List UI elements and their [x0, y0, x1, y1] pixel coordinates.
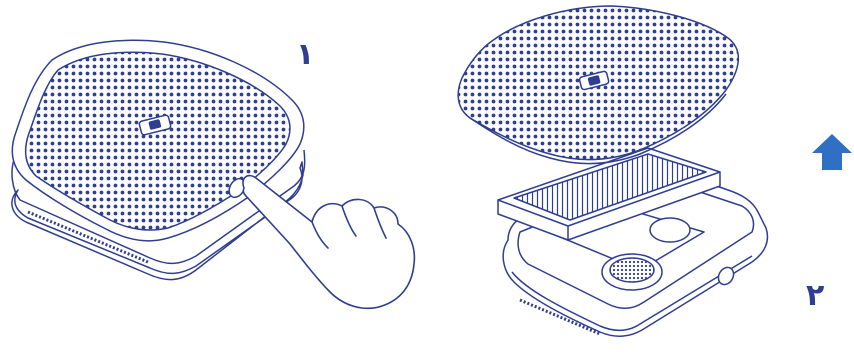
up-arrow-icon — [812, 134, 852, 170]
device-closed — [12, 40, 305, 279]
device-exploded — [458, 6, 767, 336]
pointing-hand-icon — [243, 176, 414, 309]
step-number-1: ۱ — [296, 40, 314, 70]
step-number-2: ۲ — [806, 281, 824, 311]
